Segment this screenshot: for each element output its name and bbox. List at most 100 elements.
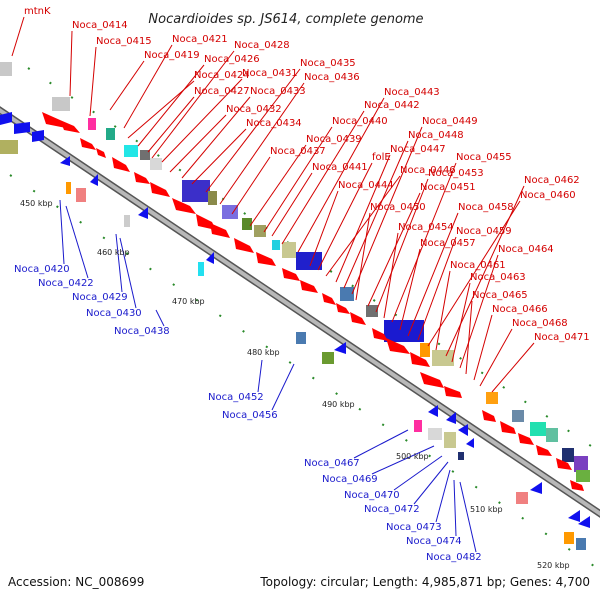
forward-gene-label[interactable]: Noca_0457 (420, 238, 476, 249)
forward-leader-line (181, 96, 251, 179)
forward-gene-label[interactable]: Noca_0459 (456, 226, 512, 237)
reverse-gene-label[interactable]: Noca_0470 (344, 490, 400, 501)
gene-box (124, 215, 130, 227)
gene-box (516, 492, 528, 504)
reverse-gene-label[interactable]: Noca_0430 (86, 308, 142, 319)
forward-leader-line (249, 144, 307, 227)
forward-gene-label[interactable]: folE (372, 152, 391, 163)
forward-gene-label[interactable]: Noca_0434 (246, 118, 302, 129)
gene-box (182, 180, 210, 202)
forward-leader-line (451, 282, 471, 363)
forward-gene-label[interactable]: Noca_0439 (306, 134, 362, 145)
reverse-gene-label[interactable]: Noca_0422 (38, 278, 94, 289)
gene-arrow (96, 148, 106, 158)
reverse-gene-label[interactable]: Noca_0438 (114, 326, 170, 337)
forward-leader-line (263, 126, 333, 233)
forward-gene-label[interactable]: Noca_0464 (498, 244, 554, 255)
gene-box (444, 432, 456, 448)
tick-label: 480 kbp (247, 348, 280, 357)
forward-gene-label[interactable]: Noca_0443 (384, 87, 440, 98)
forward-gene-label[interactable]: Noca_0428 (234, 40, 290, 51)
forward-gene-label[interactable]: Noca_0449 (422, 116, 478, 127)
forward-gene-label[interactable]: Noca_0468 (512, 318, 568, 329)
reverse-gene-label[interactable]: Noca_0472 (364, 504, 420, 515)
forward-gene-label[interactable]: Noca_0453 (428, 168, 484, 179)
forward-gene-label[interactable]: Noca_0415 (96, 36, 152, 47)
gene-box (414, 420, 422, 432)
gene-arrow (210, 223, 230, 238)
forward-gene-label[interactable]: Noca_0433 (250, 86, 306, 97)
forward-leader-line (351, 126, 423, 295)
forward-leader-line (325, 175, 401, 277)
forward-gene-label[interactable]: Noca_0431 (242, 68, 298, 79)
forward-gene-label[interactable]: Noca_0448 (408, 130, 464, 141)
tick-label: 470 kbp (172, 297, 205, 306)
forward-gene-label[interactable]: Noca_0450 (370, 202, 426, 213)
gene-arrow (556, 458, 572, 470)
forward-gene-label[interactable]: Noca_0460 (520, 190, 576, 201)
forward-gene-label[interactable]: Noca_0446 (400, 165, 456, 176)
gene-arrow (32, 130, 44, 142)
reverse-leader-line (435, 469, 451, 523)
forward-leader-line (355, 212, 371, 301)
forward-gene-label[interactable]: Noca_0419 (144, 50, 200, 61)
forward-gene-label[interactable]: Noca_0466 (492, 304, 548, 315)
forward-gene-label[interactable]: Noca_0471 (534, 332, 590, 343)
forward-gene-label[interactable]: Noca_0451 (420, 182, 476, 193)
gene-arrow (134, 172, 150, 184)
forward-gene-label[interactable]: Noca_0465 (472, 290, 528, 301)
gene-arrow (60, 120, 80, 133)
reverse-gene-label[interactable]: Noca_0452 (208, 392, 264, 403)
gene-arrow (334, 342, 346, 354)
reverse-gene-label[interactable]: Noca_0420 (14, 264, 70, 275)
forward-gene-label[interactable]: Noca_0437 (270, 146, 326, 157)
forward-gene-track (0, 62, 590, 491)
reverse-gene-label[interactable]: Noca_0469 (322, 474, 378, 485)
forward-gene-label[interactable]: Noca_0447 (390, 144, 446, 155)
gene-arrow (138, 207, 148, 219)
reverse-gene-label[interactable]: Noca_0456 (222, 410, 278, 421)
reverse-gene-label[interactable]: Noca_0467 (304, 458, 360, 469)
gene-arrow (172, 198, 196, 214)
forward-gene-label[interactable]: Noca_0458 (458, 202, 514, 213)
summary-text: Topology: circular; Length: 4,985,871 bp… (259, 575, 590, 589)
forward-gene-label[interactable]: Noca_0463 (470, 272, 526, 283)
reverse-gene-label[interactable]: Noca_0473 (386, 522, 442, 533)
forward-gene-label[interactable]: Noca_0442 (364, 100, 420, 111)
forward-gene-label[interactable]: Noca_0426 (204, 54, 260, 65)
forward-gene-label[interactable]: Noca_0435 (300, 58, 356, 69)
forward-gene-label[interactable]: Noca_0440 (332, 116, 388, 127)
gene-box (88, 118, 96, 130)
forward-gene-label[interactable]: Noca_0462 (524, 175, 580, 186)
forward-leader-line (375, 178, 429, 313)
gene-arrow (410, 352, 430, 367)
gene-box (242, 218, 252, 230)
reverse-gene-label[interactable]: Noca_0482 (426, 552, 482, 563)
gene-arrow (458, 424, 468, 436)
forward-gene-label[interactable]: Noca_0432 (226, 104, 282, 115)
gene-arrow (234, 238, 254, 253)
gene-box (66, 182, 71, 194)
forward-gene-label[interactable]: Noca_0427 (194, 86, 250, 97)
forward-gene-label[interactable]: Noca_0436 (304, 72, 360, 83)
forward-gene-label[interactable]: Noca_0441 (312, 162, 368, 173)
forward-gene-label[interactable]: Noca_0414 (72, 20, 128, 31)
forward-leader-line (491, 342, 535, 393)
forward-gene-label[interactable]: Noca_0421 (172, 34, 228, 45)
forward-gene-label[interactable]: mtnK (24, 6, 51, 17)
reverse-leader-line (65, 205, 89, 279)
reverse-gene-track (0, 112, 590, 550)
forward-gene-label[interactable]: Noca_0424 (194, 70, 250, 81)
reverse-gene-label[interactable]: Noca_0474 (406, 536, 462, 547)
forward-leader-line (383, 232, 399, 319)
map-title: Nocardioides sp. JS614, complete genome (148, 12, 423, 27)
forward-leader-lines (11, 16, 535, 393)
forward-gene-label[interactable]: Noca_0461 (450, 260, 506, 271)
forward-leader-line (435, 270, 451, 351)
forward-gene-label[interactable]: Noca_0454 (398, 222, 454, 233)
forward-gene-label[interactable]: Noca_0455 (456, 152, 512, 163)
reverse-gene-label[interactable]: Noca_0429 (72, 292, 128, 303)
tick-label: 520 kbp (537, 561, 570, 570)
forward-gene-label[interactable]: Noca_0444 (338, 180, 394, 191)
